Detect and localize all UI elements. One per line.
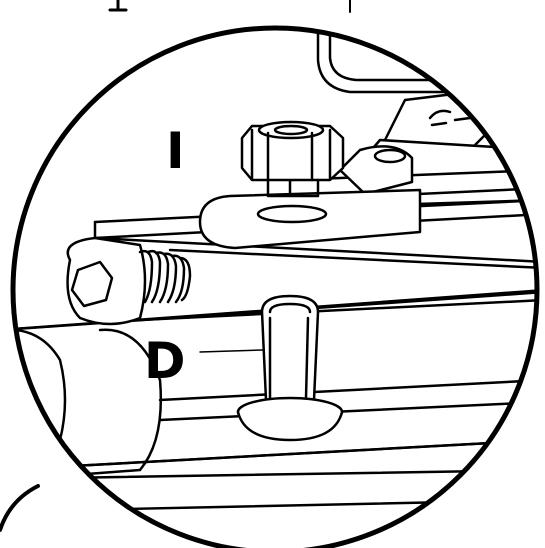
callout-i-label: I [166,122,185,180]
lower-left-arc-fragment [0,484,40,532]
hex-nut [240,120,345,198]
vertical-bracket [316,28,537,94]
leader-lines [199,349,263,353]
outer-fragments [0,0,351,532]
lens-content [13,28,537,512]
coil-spring [138,249,192,304]
top-left-fragment [108,0,128,12]
lug-plate [198,188,422,250]
callout-d-label: D [144,332,186,390]
magnifier-outline [10,25,540,548]
pin-d [236,294,344,442]
pin-d-leader [199,349,263,353]
